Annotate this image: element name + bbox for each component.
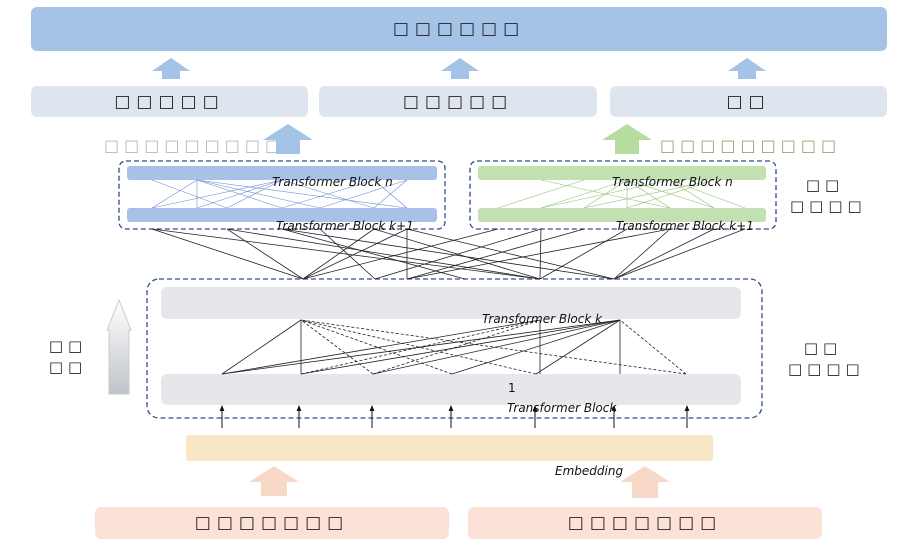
left-lower-line2: □□	[48, 358, 88, 376]
right-block-top-label: Transformer Block n	[612, 175, 733, 189]
output-label-2: □□□□□	[402, 91, 514, 112]
output-box-2: □□□□□	[319, 86, 597, 117]
up-arrow-right-branch	[602, 124, 652, 154]
up-arrow-output-1	[152, 58, 190, 79]
right-lower-line2: □□□□	[788, 360, 865, 378]
left-lower-side-label: □□ □□	[46, 336, 90, 378]
left-block-top-label: Transformer Block n	[272, 175, 393, 189]
shared-container	[146, 278, 763, 419]
up-arrow-input-1	[249, 466, 299, 496]
left-branch-label: □□□□□□□□□	[104, 136, 286, 155]
top-result-bar: □□□□□□	[31, 7, 887, 51]
input-label-2: □□□□□□□	[567, 513, 723, 533]
shared-block-dashed-connections	[300, 319, 687, 375]
up-arrow-output-3	[728, 58, 766, 79]
left-block-bottom-label: Transformer Block k+1	[276, 219, 414, 233]
left-branch-connections	[151, 179, 408, 209]
input-box-1: □□□□□□□	[95, 507, 449, 539]
right-upper-line2: □□□□	[790, 197, 867, 215]
right-block-bottom-label: Transformer Block k+1	[616, 219, 754, 233]
right-branch-bar-top	[478, 166, 766, 180]
right-lower-line1: □□	[803, 339, 843, 357]
up-arrow-input-2	[620, 466, 670, 498]
top-result-label: □□□□□□	[392, 19, 526, 39]
output-label-3: □□	[726, 91, 771, 112]
output-label-1: □□□□□	[114, 91, 225, 112]
input-box-2: □□□□□□□	[468, 507, 822, 539]
embedding-arrows	[219, 405, 690, 428]
up-arrow-output-2	[441, 58, 479, 79]
output-box-1: □□□□□	[31, 86, 308, 117]
branch-to-shared-connections	[151, 228, 746, 280]
embedding-label: Embedding	[555, 464, 623, 478]
shared-block-top	[161, 287, 741, 319]
right-lower-side-label: □□ □□□□	[788, 338, 865, 380]
shared-block-bottom-number: 1	[508, 381, 516, 395]
large-up-arrow	[106, 298, 132, 395]
right-branch-connections	[497, 179, 746, 209]
output-box-3: □□	[610, 86, 887, 117]
right-branch-bar-bottom	[478, 208, 766, 222]
shared-block-bottom	[161, 374, 741, 405]
right-branch-container	[469, 160, 777, 230]
left-lower-line1: □□	[48, 337, 88, 355]
right-upper-line1: □□	[805, 176, 845, 194]
left-branch-bar-bottom	[127, 208, 437, 222]
embedding-bar	[186, 435, 713, 461]
left-branch-bar-top	[127, 166, 437, 180]
shared-block-top-label: Transformer Block k	[482, 312, 603, 326]
input-label-1: □□□□□□□	[194, 513, 350, 533]
up-arrow-left-branch	[263, 124, 313, 154]
right-upper-side-label: □□ □□□□	[790, 175, 867, 217]
shared-block-bottom-label: Transformer Block	[507, 401, 617, 415]
right-branch-label: □□□□□□□□□	[660, 136, 842, 155]
left-branch-container	[118, 160, 446, 230]
